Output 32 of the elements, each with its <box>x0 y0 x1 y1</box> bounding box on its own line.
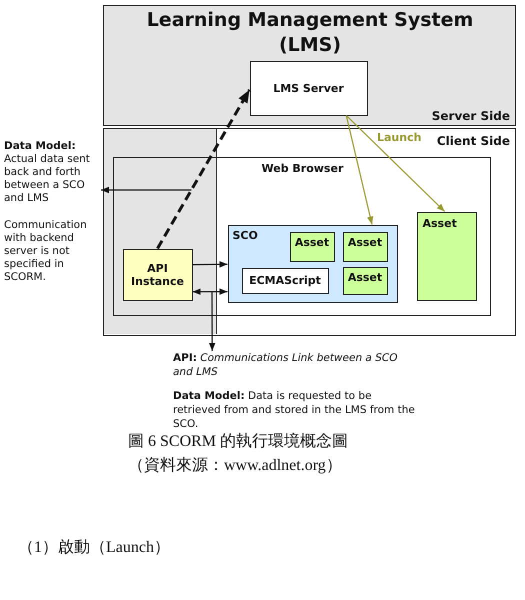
client-panel <box>103 128 516 336</box>
arrow <box>346 115 446 212</box>
note-heading: Data Model: <box>4 140 77 153</box>
leader-line <box>101 186 192 194</box>
script-box: ECMAScript <box>242 268 328 294</box>
callout-text: API: Communications Link between a SCO and LMS <box>173 351 418 379</box>
section-heading: （1）啟動（Launch） <box>18 539 170 556</box>
box-title: SCO <box>232 228 258 242</box>
note-text: Communication with backend server is not specified in SCORM. <box>4 219 88 284</box>
leader-line <box>208 292 216 351</box>
asset-box: Asset <box>416 212 476 300</box>
sco-box <box>228 224 398 302</box>
side-label: Server Side <box>432 109 510 123</box>
arrow <box>192 261 228 268</box>
dashed-arrow <box>156 88 251 250</box>
panel-title: Learning Management System (LMS) <box>146 8 474 58</box>
arrow <box>346 115 374 225</box>
note-text: Actual data sent back and forth between a SCO and LMS <box>4 153 91 205</box>
server-box: LMS Server <box>250 60 368 116</box>
double-arrow <box>192 288 228 295</box>
note-text: Data Model: Data is requested to be retrieved from and stored in the LMS from the SCO. <box>173 389 416 431</box>
figure-caption: 圖 6 SCORM 的執行環境概念圖 <box>128 433 348 450</box>
server-panel <box>103 5 516 126</box>
api-box: API Instance <box>122 248 192 300</box>
asset-box: Asset <box>342 266 388 294</box>
side-label: Client Side <box>436 134 510 148</box>
source-note: （資料來源：www.adlnet.org） <box>128 457 342 474</box>
asset-box: Asset <box>342 232 388 262</box>
frame-title: Web Browser <box>262 162 344 174</box>
browser-frame <box>112 156 490 316</box>
edge-label: Launch <box>376 131 422 144</box>
asset-box: Asset <box>290 232 334 262</box>
